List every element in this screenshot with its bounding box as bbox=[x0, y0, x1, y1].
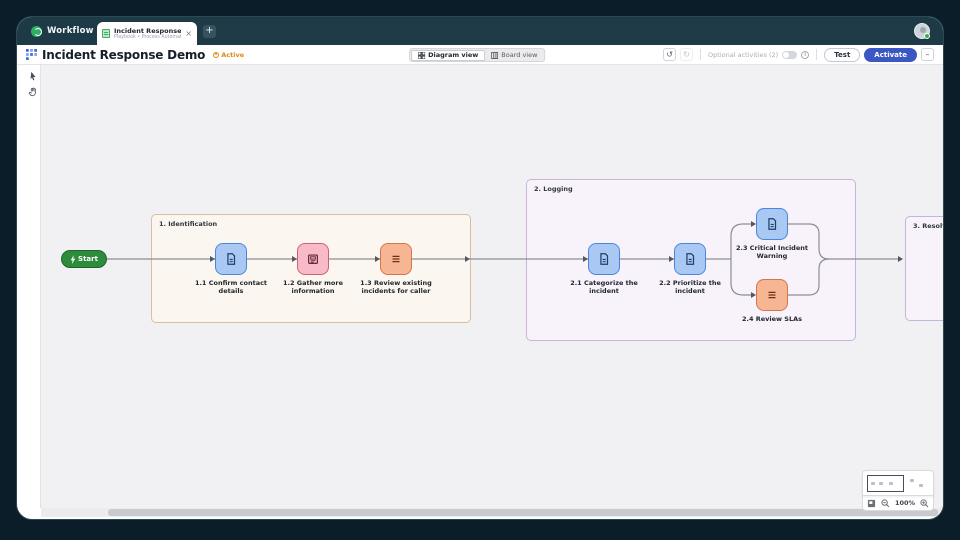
online-status-dot bbox=[924, 33, 930, 39]
minimap[interactable] bbox=[862, 470, 934, 496]
playbook-icon bbox=[102, 29, 110, 38]
view-switcher: Diagram view Board view bbox=[409, 48, 546, 62]
undo-button[interactable]: ↺ bbox=[663, 48, 677, 61]
board-columns-icon bbox=[491, 51, 499, 59]
divider bbox=[700, 49, 702, 60]
device-icon bbox=[308, 254, 318, 264]
node-2-1[interactable] bbox=[588, 243, 620, 275]
node-2-2[interactable] bbox=[674, 243, 706, 275]
node-2-3[interactable] bbox=[756, 208, 788, 240]
playbook-grid-icon bbox=[26, 49, 37, 60]
diagram-canvas[interactable]: 1. Identification 2. Logging 3. Resolve bbox=[41, 65, 943, 508]
toolbar: Incident Response Demo Active Diagram vi… bbox=[17, 45, 943, 65]
list-icon bbox=[392, 255, 400, 263]
app-window: Workflow Studio Incident Response Demo P… bbox=[16, 16, 944, 520]
node-1-3[interactable] bbox=[380, 243, 412, 275]
horizontal-scrollbar[interactable] bbox=[41, 508, 943, 517]
test-button[interactable]: Test bbox=[824, 47, 861, 62]
minimap-panel: 100% bbox=[862, 470, 934, 511]
node-2-4[interactable] bbox=[756, 279, 788, 311]
start-node[interactable]: Start bbox=[61, 250, 107, 268]
zoom-bar: 100% bbox=[862, 496, 934, 511]
document-icon bbox=[227, 253, 236, 265]
group-label: 2. Logging bbox=[534, 185, 573, 193]
group-label: 1. Identification bbox=[159, 220, 218, 228]
zoom-out-icon[interactable] bbox=[881, 498, 890, 508]
diagram-view-tab[interactable]: Diagram view bbox=[411, 49, 486, 61]
node-label: 1.1 Confirm contact details bbox=[194, 279, 268, 296]
tab-incident-response-demo[interactable]: Incident Response Demo Playbook • Proces… bbox=[97, 22, 197, 45]
user-avatar[interactable] bbox=[914, 23, 930, 39]
lightning-icon bbox=[70, 254, 76, 264]
tab-title: Incident Response Demo bbox=[114, 27, 182, 35]
minimap-node bbox=[871, 482, 875, 485]
minimap-toggle-icon[interactable] bbox=[867, 499, 876, 508]
minimap-viewport[interactable] bbox=[867, 475, 904, 492]
board-view-tab[interactable]: Board view bbox=[485, 50, 543, 61]
minimap-node bbox=[910, 479, 914, 482]
node-label: 2.3 Critical Incident Warning bbox=[736, 244, 808, 261]
optional-activities-toggle[interactable] bbox=[782, 50, 798, 59]
document-icon bbox=[600, 253, 609, 265]
node-1-1[interactable] bbox=[215, 243, 247, 275]
page-title: Incident Response Demo bbox=[42, 47, 206, 62]
divider bbox=[816, 49, 818, 60]
optional-activities-label: Optional activities (2) bbox=[708, 50, 779, 59]
scrollbar-thumb[interactable] bbox=[108, 509, 938, 516]
list-icon bbox=[768, 291, 776, 299]
document-icon bbox=[768, 218, 777, 230]
tab-subtitle: Playbook • Process Automation bbox=[114, 35, 181, 40]
node-label: 2.1 Categorize the incident bbox=[570, 279, 638, 296]
tool-rail bbox=[25, 65, 41, 508]
redo-button[interactable]: ↻ bbox=[680, 48, 694, 61]
brand: Workflow Studio bbox=[31, 17, 129, 45]
minimap-node bbox=[919, 484, 923, 487]
node-label: 1.3 Review existing incidents for caller bbox=[360, 279, 432, 296]
zoom-level: 100% bbox=[894, 499, 916, 507]
activate-button[interactable]: Activate bbox=[864, 47, 917, 62]
diagram-grid-icon bbox=[418, 51, 426, 59]
node-label: 2.2 Prioritize the incident bbox=[659, 279, 721, 296]
status-badge: Active bbox=[213, 51, 244, 59]
select-cursor-icon[interactable] bbox=[28, 71, 38, 81]
info-icon[interactable]: i bbox=[801, 50, 810, 59]
node-label: 2.4 Review SLAs bbox=[741, 315, 803, 323]
group-resolve[interactable]: 3. Resolve bbox=[905, 216, 943, 321]
connector-edges bbox=[107, 221, 903, 298]
minimap-node bbox=[879, 482, 883, 485]
brand-name: Workflow Studio bbox=[47, 26, 130, 36]
more-options-button[interactable]: – bbox=[921, 48, 934, 61]
toolbar-right: ↺ ↻ Optional activities (2) i Test Activ… bbox=[663, 47, 934, 62]
pan-hand-icon[interactable] bbox=[28, 87, 38, 97]
minimap-node bbox=[889, 482, 893, 485]
tab-close-icon[interactable]: × bbox=[185, 28, 192, 38]
node-label: 1.2 Gather more information bbox=[283, 279, 343, 296]
workflow-studio-logo-icon bbox=[31, 25, 42, 37]
document-icon bbox=[686, 253, 695, 265]
new-tab-button[interactable]: + bbox=[203, 25, 216, 38]
zoom-in-icon[interactable] bbox=[920, 498, 929, 508]
active-status-icon bbox=[213, 51, 220, 58]
group-label: 3. Resolve bbox=[913, 222, 943, 230]
node-1-2[interactable] bbox=[297, 243, 329, 275]
top-bar: Workflow Studio Incident Response Demo P… bbox=[17, 17, 943, 45]
